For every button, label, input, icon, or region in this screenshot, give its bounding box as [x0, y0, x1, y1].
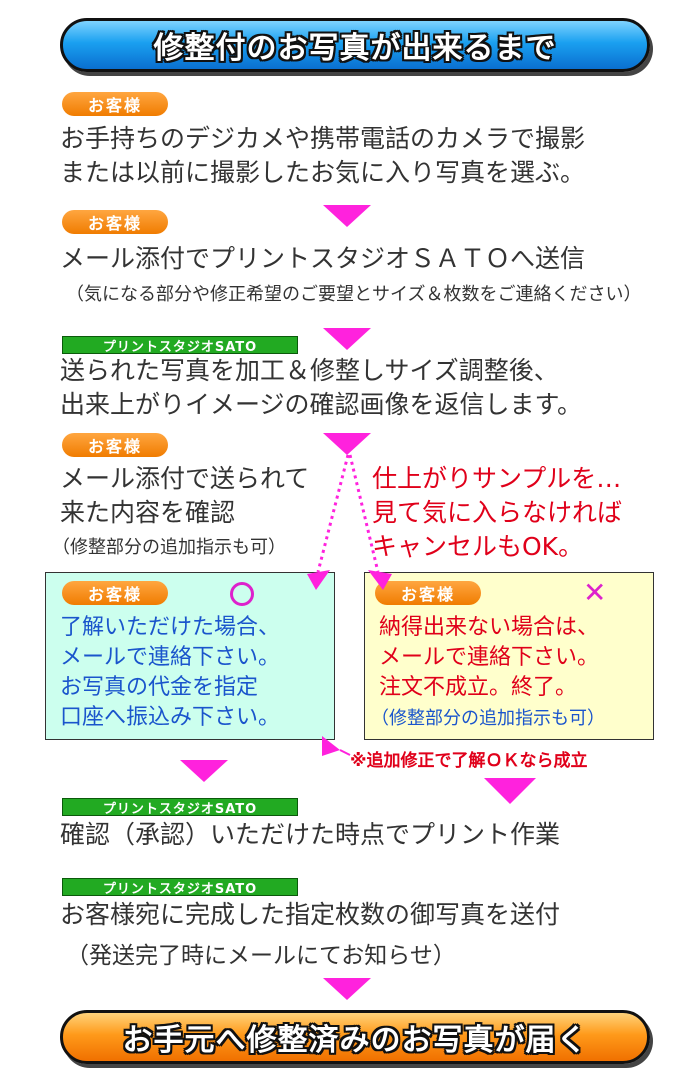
down-arrow-icon — [323, 328, 371, 350]
client-tag: お客様 — [62, 433, 168, 457]
client-tag: お客様 — [375, 581, 481, 605]
addition-note: ※追加修正で了解ＯＫなら成立 — [350, 751, 588, 771]
arrow-head-icon — [307, 570, 330, 590]
arrow-head-icon — [322, 736, 340, 756]
step4-sub: （修整部分の追加指示も可） — [52, 537, 286, 558]
cancel-sub: （修整部分の追加指示も可） — [371, 708, 605, 729]
step1-line1: お手持ちのデジカメや携帯電話のカメラで撮影 — [60, 124, 586, 153]
step3-line1: 送られた写真を加工＆修整しサイズ調整後、 — [60, 356, 559, 385]
down-arrow-icon — [323, 978, 371, 1000]
cancel-line2: メールで連絡下さい。 — [379, 645, 600, 670]
arrow-head-icon — [368, 570, 392, 590]
cancel-line3: 注文不成立。終了。 — [379, 675, 578, 700]
cancel-line1: 納得出来ない場合は、 — [379, 615, 600, 640]
client-tag: お客様 — [62, 92, 168, 116]
sample-note-line1: 仕上がりサンプルを… — [372, 464, 622, 493]
approval-line4: 口座へ振込み下さい。 — [60, 705, 281, 730]
circle-icon — [230, 582, 254, 606]
cancel-box: お客様 ✕ 納得出来ない場合は、 メールで連絡下さい。 注文不成立。終了。 （修… — [364, 572, 654, 740]
cross-icon: ✕ — [583, 576, 607, 609]
sample-note-line2: 見て気に入らなければ — [372, 498, 623, 527]
approval-box: お客様 了解いただけた場合、 メールで連絡下さい。 お写真の代金を指定 口座へ振… — [45, 572, 335, 740]
banner-result: お手元へ修整済みのお写真が届く — [60, 1010, 650, 1064]
down-arrow-icon — [323, 433, 371, 455]
sample-note-line3: キャンセルもOK。 — [372, 532, 584, 561]
step6-line1: お客様宛に完成した指定枚数の御写真を送付 — [60, 900, 561, 929]
step6-sub: （発送完了時にメールにてお知らせ） — [66, 943, 456, 969]
down-arrow-icon — [323, 205, 371, 227]
step1-line2: または以前に撮影したお気に入り写真を選ぶ。 — [60, 158, 586, 187]
client-tag: お客様 — [62, 210, 168, 234]
step5-line1: 確認（承認）いただけた時点でプリント作業 — [60, 820, 561, 849]
step4-line1: メール添付で送られて — [60, 464, 310, 493]
approval-line3: お写真の代金を指定 — [60, 675, 259, 700]
step4-line2: 来た内容を確認 — [60, 498, 236, 527]
step3-line2: 出来上がりイメージの確認画像を返信します。 — [60, 390, 583, 419]
banner-title: 修整付のお写真が出来るまで — [60, 18, 650, 72]
approval-line1: 了解いただけた場合、 — [60, 615, 281, 640]
down-arrow-icon — [180, 760, 228, 782]
approval-line2: メールで連絡下さい。 — [60, 645, 281, 670]
studio-tag: プリントスタジオSATO — [62, 336, 298, 355]
studio-tag: プリントスタジオSATO — [62, 798, 298, 817]
step2-line1: メール添付でプリントスタジオＳＡＴＯへ送信 — [60, 244, 586, 273]
studio-tag: プリントスタジオSATO — [62, 878, 298, 897]
step2-sub: （気になる部分や修正希望のご要望とサイズ＆枚数をご連絡ください） — [66, 284, 642, 305]
down-arrow-icon — [484, 778, 536, 804]
client-tag: お客様 — [62, 581, 168, 605]
